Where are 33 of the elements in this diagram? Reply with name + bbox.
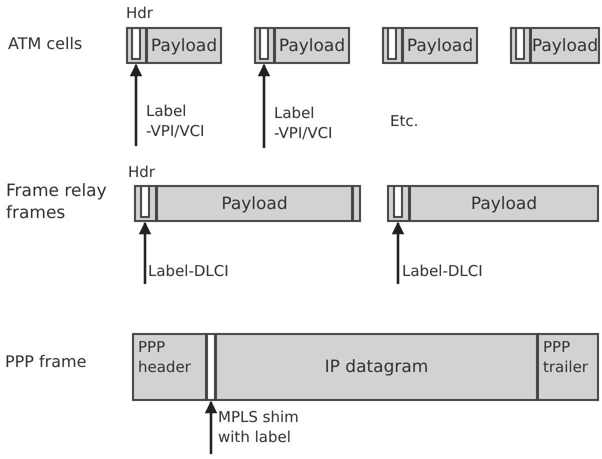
arrow — [138, 222, 152, 284]
payload-field: Payload — [146, 27, 222, 64]
label-field — [131, 27, 141, 60]
trailer-field — [352, 185, 361, 222]
payload-field: Payload — [530, 27, 600, 64]
label-text: Label-DLCI — [402, 262, 502, 284]
arrow — [392, 222, 404, 284]
ppp-header-field: PPP header — [132, 333, 207, 401]
label-field — [515, 27, 525, 60]
payload-field: Payload — [274, 27, 350, 64]
shim-field — [206, 333, 216, 401]
label-field — [259, 27, 269, 60]
ppp-trailer-field: PPP trailer — [537, 333, 599, 401]
label-field — [140, 185, 150, 218]
label-field — [393, 185, 403, 218]
row-label: PPP frame — [5, 352, 88, 373]
ip-datagram-field: IP datagram — [215, 333, 538, 401]
label-text: Label -VPI/VCI — [274, 104, 354, 148]
shim-label-text: MPLS shim with label — [218, 408, 318, 454]
arrow — [130, 64, 142, 146]
arrow — [204, 400, 218, 454]
label-text: Label -VPI/VCI — [146, 102, 226, 146]
row-label: ATM cells — [8, 34, 84, 55]
payload-field: Payload — [402, 27, 478, 64]
header-caption: Hdr — [126, 4, 154, 24]
payload-field: Payload — [156, 185, 353, 222]
label-text: Label-DLCI — [148, 262, 248, 284]
label-field — [387, 27, 397, 60]
payload-field: Payload — [409, 185, 599, 222]
arrow — [258, 64, 270, 148]
etc-text: Etc. — [390, 112, 420, 132]
row-label: Frame relay frames — [6, 180, 108, 224]
header-caption: Hdr — [128, 163, 156, 182]
